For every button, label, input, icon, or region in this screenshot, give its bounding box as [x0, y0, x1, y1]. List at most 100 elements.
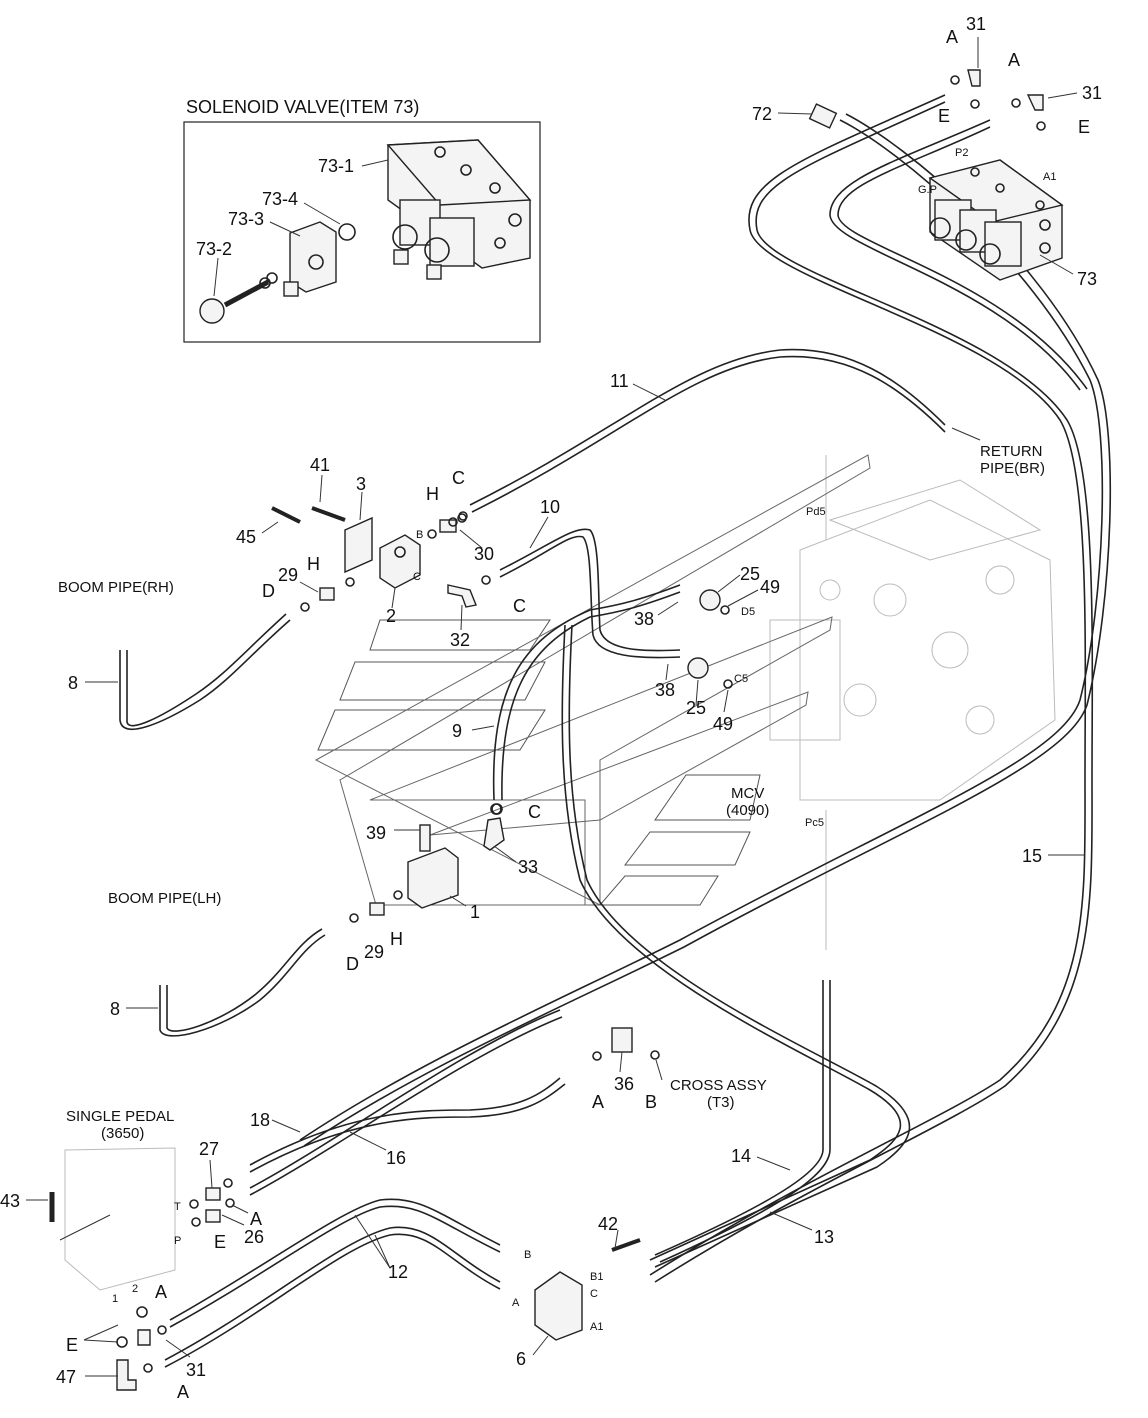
callout-73: 73 — [1077, 269, 1097, 289]
callout-30: 30 — [474, 544, 494, 564]
solenoid-valve-73 — [928, 159, 1064, 281]
port-pc5: Pc5 — [805, 817, 824, 829]
port-c: C — [413, 571, 421, 583]
letter-e-top-right: E — [1078, 117, 1090, 137]
callout-32: 32 — [450, 630, 470, 650]
callout-15: 15 — [1022, 846, 1042, 866]
mcv-ghost — [769, 455, 1056, 950]
port-1: 1 — [112, 1293, 118, 1305]
cross-assy-line1: CROSS ASSY — [670, 1077, 767, 1094]
port-p2: P2 — [955, 147, 968, 159]
callout-29-upper: 29 — [278, 565, 298, 585]
callout-3: 3 — [356, 474, 366, 494]
callout-26: 26 — [244, 1227, 264, 1247]
mcv-line1: MCV — [731, 785, 764, 802]
callout-9: 9 — [452, 721, 462, 741]
callout-10: 10 — [540, 497, 560, 517]
letter-c-lower: C — [528, 802, 541, 822]
callout-38-lower: 38 — [655, 680, 675, 700]
letter-e-top: E — [938, 106, 950, 126]
letter-codes: A A E E C H H D C C H D A B A E A E A — [66, 27, 1090, 1402]
callouts: 72 73 31 31 11 10 9 8 8 15 14 13 12 16 1… — [0, 14, 1102, 1387]
letter-e-bottom: E — [66, 1335, 78, 1355]
callout-12: 12 — [388, 1262, 408, 1282]
letter-d-upper: D — [262, 581, 275, 601]
oring-73-4 — [338, 223, 356, 241]
callout-36: 36 — [614, 1074, 634, 1094]
port-b: B — [416, 529, 423, 541]
port-block-b: B — [524, 1249, 531, 1261]
boom-pipe-lh: BOOM PIPE(LH) — [108, 890, 221, 907]
callout-38-upper: 38 — [634, 609, 654, 629]
return-pipe-line1: RETURN — [980, 443, 1043, 460]
letter-h-upper: H — [426, 484, 439, 504]
port-2: 2 — [132, 1283, 138, 1295]
letter-h-lower: H — [390, 929, 403, 949]
callout-39: 39 — [366, 823, 386, 843]
notes: RETURN PIPE(BR) BOOM PIPE(RH) BOOM PIPE(… — [58, 443, 1045, 1142]
letter-b-cross: B — [645, 1092, 657, 1112]
callout-73-3: 73-3 — [228, 209, 264, 229]
callout-31-bottom: 31 — [186, 1360, 206, 1380]
single-pedal-line1: SINGLE PEDAL — [66, 1108, 174, 1125]
callout-73-4: 73-4 — [262, 189, 298, 209]
callout-27: 27 — [199, 1139, 219, 1159]
port-gp: G.P — [918, 184, 937, 196]
callout-18: 18 — [250, 1110, 270, 1130]
port-d5: D5 — [741, 606, 755, 618]
boom-pipe-rh: BOOM PIPE(RH) — [58, 579, 174, 596]
solenoid-valve-body — [386, 139, 532, 280]
letter-h-left: H — [307, 554, 320, 574]
callout-25-upper: 25 — [740, 564, 760, 584]
inset-frame — [183, 121, 541, 343]
callout-73-2: 73-2 — [196, 239, 232, 259]
hoses — [119, 94, 1112, 1368]
port-pd5: Pd5 — [806, 506, 826, 518]
callout-13: 13 — [814, 1227, 834, 1247]
frame-ghost — [314, 454, 871, 906]
leader-lines — [26, 37, 1085, 1377]
return-pipe-line2: PIPE(BR) — [980, 460, 1045, 477]
letter-d-lower: D — [346, 954, 359, 974]
callout-6: 6 — [516, 1349, 526, 1369]
letter-a-bottom-2: A — [177, 1382, 189, 1402]
single-pedal-line2: (3650) — [101, 1125, 144, 1142]
callout-47: 47 — [56, 1367, 76, 1387]
callout-14: 14 — [731, 1146, 751, 1166]
callout-49-upper: 49 — [760, 577, 780, 597]
callout-29-lower: 29 — [364, 942, 384, 962]
coil-73-3 — [283, 221, 337, 297]
callout-43: 43 — [0, 1191, 20, 1211]
callout-73-1: 73-1 — [318, 156, 354, 176]
inset-title: SOLENOID VALVE(ITEM 73) — [186, 97, 419, 117]
callout-25-lower: 25 — [686, 698, 706, 718]
callout-49-lower: 49 — [713, 714, 733, 734]
solenoid-valve-inset: SOLENOID VALVE(ITEM 73) 73-1 73-4 7 — [183, 97, 541, 343]
letter-a-pedal: A — [250, 1209, 262, 1229]
callout-72: 72 — [752, 104, 772, 124]
callout-42: 42 — [598, 1214, 618, 1234]
letter-e-pedal: E — [214, 1232, 226, 1252]
letter-c-upper: C — [452, 468, 465, 488]
port-c5: C5 — [734, 673, 748, 685]
callout-16: 16 — [386, 1148, 406, 1168]
port-block-a: A — [512, 1297, 520, 1309]
callout-8-rh: 8 — [68, 673, 78, 693]
callout-41: 41 — [310, 455, 330, 475]
port-block-c: C — [590, 1288, 598, 1300]
callout-11: 11 — [610, 371, 629, 391]
letter-a-top-right: A — [1008, 50, 1020, 70]
letter-a-top: A — [946, 27, 958, 47]
letter-c-mid: C — [513, 596, 526, 616]
port-a1: A1 — [1043, 171, 1056, 183]
callout-8-lh: 8 — [110, 999, 120, 1019]
port-block-a1: A1 — [590, 1321, 603, 1333]
callout-1: 1 — [470, 902, 480, 922]
port-block-b1: B1 — [590, 1271, 603, 1283]
callout-45: 45 — [236, 527, 256, 547]
mcv-line2: (4090) — [726, 802, 769, 819]
fittings — [49, 69, 1046, 1391]
port-p: P — [174, 1235, 181, 1247]
callout-2: 2 — [386, 606, 396, 626]
